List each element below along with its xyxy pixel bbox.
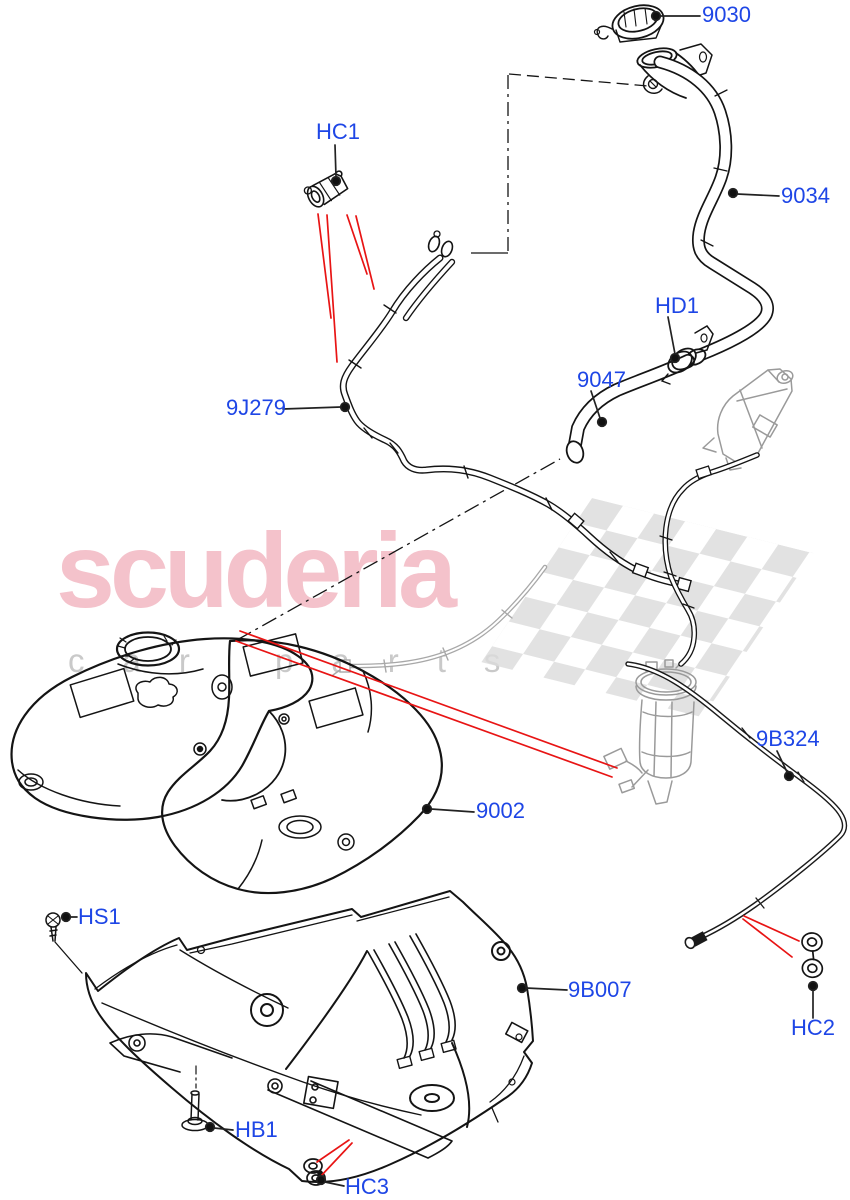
leader-lines <box>60 10 819 1187</box>
fuel-line-9b324-drawing <box>625 661 848 950</box>
fuel-filler-cap-drawing <box>593 4 665 43</box>
bolt-hb1-drawing <box>181 1065 209 1132</box>
label-ref-hb1: HB1 <box>235 1117 278 1142</box>
gray-vent-hose-drawing <box>332 564 548 676</box>
label-part-9034: 9034 <box>781 183 830 208</box>
centerline-dashes <box>236 73 649 641</box>
label-part-9j279: 9J279 <box>226 395 286 420</box>
carbon-canister-drawing <box>702 368 794 471</box>
label-part-9047: 9047 <box>577 367 626 392</box>
checkered-flag-watermark <box>481 498 814 718</box>
clamp-hc1-drawing <box>303 170 349 208</box>
label-ref-hc3: HC3 <box>345 1174 390 1199</box>
clip-hc2-drawing <box>801 932 824 979</box>
filler-pipe-9034-drawing <box>653 55 774 366</box>
label-part-9b007: 9B007 <box>568 977 632 1002</box>
heat-shield-9b007-drawing <box>85 890 534 1184</box>
fuel-tank-9002-drawing <box>10 631 443 895</box>
screw-hs1-drawing <box>45 912 83 974</box>
filler-hose-9047-drawing <box>565 325 714 464</box>
label-ref-hs1: HS1 <box>78 904 121 929</box>
watermark-brand: scuderia <box>56 512 457 630</box>
label-ref-hd1: HD1 <box>655 293 700 318</box>
label-ref-hc2: HC2 <box>791 1015 836 1040</box>
label-part-9b324: 9B324 <box>756 726 820 751</box>
red-highlight-lines <box>235 213 800 1178</box>
label-ref-hc1: HC1 <box>316 119 361 144</box>
vent-pipe-9j279-drawing <box>339 230 760 667</box>
label-part-9002: 9002 <box>476 798 525 823</box>
label-part-9030: 9030 <box>702 2 751 27</box>
